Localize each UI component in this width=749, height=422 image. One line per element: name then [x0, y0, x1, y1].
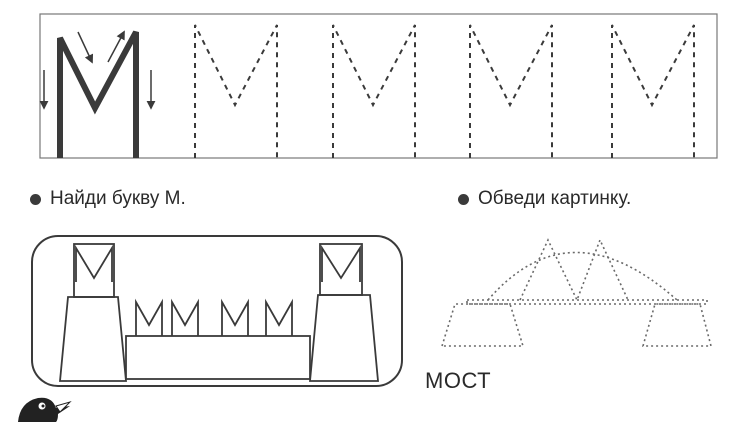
task-trace-picture-text: Обведи картинку.: [478, 188, 632, 209]
arrow-up-right-icon: [107, 30, 125, 63]
left-tower: [59, 296, 127, 382]
left-tower-top: [73, 243, 115, 298]
hidden-letter-m[interactable]: [75, 244, 113, 282]
dotted-letter-m[interactable]: [194, 24, 278, 158]
dotted-right-support[interactable]: [641, 303, 713, 347]
dotted-letter-m[interactable]: [611, 24, 695, 158]
right-tower-top: [319, 243, 363, 296]
dotted-deck[interactable]: [466, 299, 708, 305]
dotted-m-truss[interactable]: [519, 237, 629, 303]
dotted-letter-m[interactable]: [469, 24, 553, 158]
hidden-letter-m[interactable]: [135, 298, 163, 336]
tracing-strip-frame: [39, 13, 718, 159]
dotted-left-support[interactable]: [440, 303, 525, 347]
right-tower: [309, 294, 379, 382]
picture-caption: МОСТ: [425, 368, 492, 393]
letter-tracing-strip: [39, 13, 718, 159]
bullet-icon: [458, 193, 469, 205]
bridge-deck: [125, 335, 311, 380]
bullet-icon: [30, 193, 41, 205]
bird-mascot-icon: [18, 397, 72, 422]
task-find-letter: Найди букву М.: [30, 188, 186, 210]
hidden-letter-m[interactable]: [321, 244, 361, 282]
model-letter-m: [57, 30, 139, 158]
dotted-letter-m[interactable]: [332, 24, 416, 158]
find-letter-picture: [31, 235, 403, 387]
hidden-letter-m[interactable]: [171, 298, 199, 336]
dotted-arch[interactable]: [487, 251, 678, 301]
trace-picture[interactable]: [440, 237, 713, 347]
picture-frame: [31, 235, 403, 387]
hidden-letter-m[interactable]: [265, 298, 293, 336]
task-find-letter-text: Найди букву М.: [50, 188, 186, 209]
arrow-down-icon: [77, 31, 94, 64]
hidden-letter-m[interactable]: [221, 298, 249, 336]
task-trace-picture: Обведи картинку.: [458, 188, 631, 210]
